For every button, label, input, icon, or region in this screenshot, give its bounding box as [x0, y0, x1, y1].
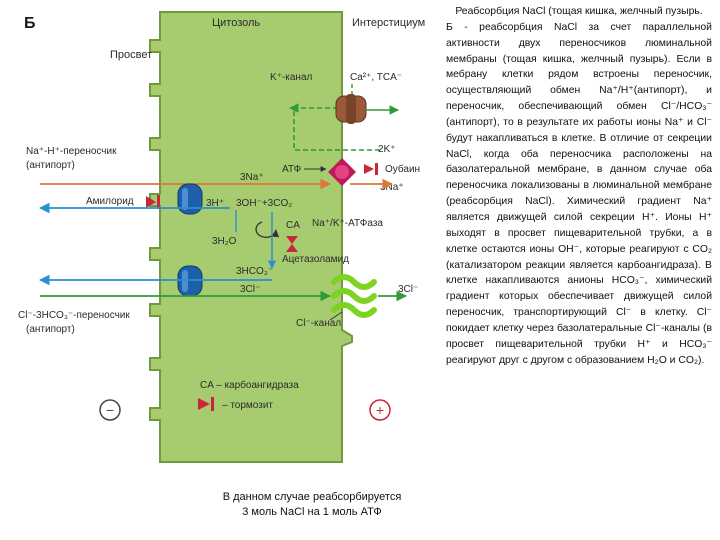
svg-text:−: −	[106, 402, 114, 418]
na-h-exchanger-label: Na⁺-H⁺-переносчик	[26, 146, 117, 157]
explanation-paragraph: Б - реабсорбция NaCl за счет параллельно…	[446, 21, 712, 366]
cl-channel-icon	[331, 274, 377, 318]
cl-hco3-exchanger-icon	[177, 265, 203, 297]
amiloride-label: Амилорид	[86, 196, 134, 207]
svg-text:+: +	[376, 402, 384, 418]
na-h-exchanger-icon	[177, 183, 203, 215]
interstitium-label: Интерстициум	[352, 17, 425, 29]
caption-line-1: В данном случае реабсорбируется	[222, 491, 402, 503]
three-na-left-label: 3Na⁺	[240, 172, 264, 183]
three-oh-label: 3OH⁻+3CO₂	[236, 198, 292, 209]
na-k-atpase-icon	[328, 158, 356, 186]
acetazolamide-label: Ацетазоламид	[282, 254, 349, 265]
nacl-reabsorption-diagram: Б Цитозоль Интерстициум Просвет K⁺-канал…	[18, 11, 425, 463]
atp-label: АТФ	[282, 164, 302, 175]
three-cl-right-label: 3Cl⁻	[398, 284, 418, 295]
antiport-label-1: (антипорт)	[26, 160, 75, 171]
three-h-label: 3H⁺	[206, 198, 224, 209]
acetazolamide-inhibitor-icon	[286, 236, 298, 252]
ca-tca-label: Ca²⁺, TCA⁻	[350, 72, 402, 83]
explanation-text: Реабсорбция NaCl (тощая кишка, желчный п…	[446, 4, 712, 368]
diagram-caption: В данном случае реабсорбируется 3 моль N…	[196, 490, 428, 520]
minus-sign-icon: −	[99, 399, 121, 421]
three-hco3-label: 3HCO₃⁻	[236, 266, 273, 277]
amiloride-inhibitor-icon	[146, 195, 160, 209]
three-h2o-label: 3H₂O	[212, 236, 237, 247]
two-k-arrow	[293, 110, 380, 151]
ouabain-label: Oубаин	[385, 163, 420, 175]
epithelial-cell	[149, 11, 353, 463]
legend-inhibitor-icon	[198, 397, 214, 411]
two-k-label: 2K⁺	[378, 144, 396, 155]
legend-inhibitor-label: – тормозит	[222, 400, 273, 411]
na-k-atpase-label: Na⁺/K⁺-АТФаза	[312, 218, 383, 229]
panel-letter: Б	[24, 15, 36, 32]
k-channel-icon	[335, 94, 367, 124]
explanation-title: Реабсорбция NaCl (тощая кишка, желчный п…	[455, 6, 703, 17]
lumen-label: Просвет	[110, 49, 152, 61]
ouabain-inhibitor-icon	[364, 163, 378, 175]
caption-line-2: 3 моль NaCl на 1 моль АТФ	[242, 506, 382, 518]
k-channel-label: K⁺-канал	[270, 72, 313, 83]
plus-sign-icon: +	[369, 399, 391, 421]
antiport-label-2: (антипорт)	[26, 324, 75, 335]
three-cl-mid-label: 3Cl⁻	[240, 284, 260, 295]
cl-hco3-exchanger-label: Cl⁻-3HCO₃⁻-переносчик	[18, 310, 130, 321]
ca-cycle-arrow	[255, 221, 280, 238]
cl-channel-pointer	[329, 311, 343, 321]
legend-ca-label: CA – карбоангидраза	[200, 379, 299, 391]
ca-enzyme-label: CA	[286, 220, 300, 231]
cl-channel-label: Cl⁻-канал	[296, 318, 341, 329]
cytosol-label: Цитозоль	[212, 17, 260, 29]
